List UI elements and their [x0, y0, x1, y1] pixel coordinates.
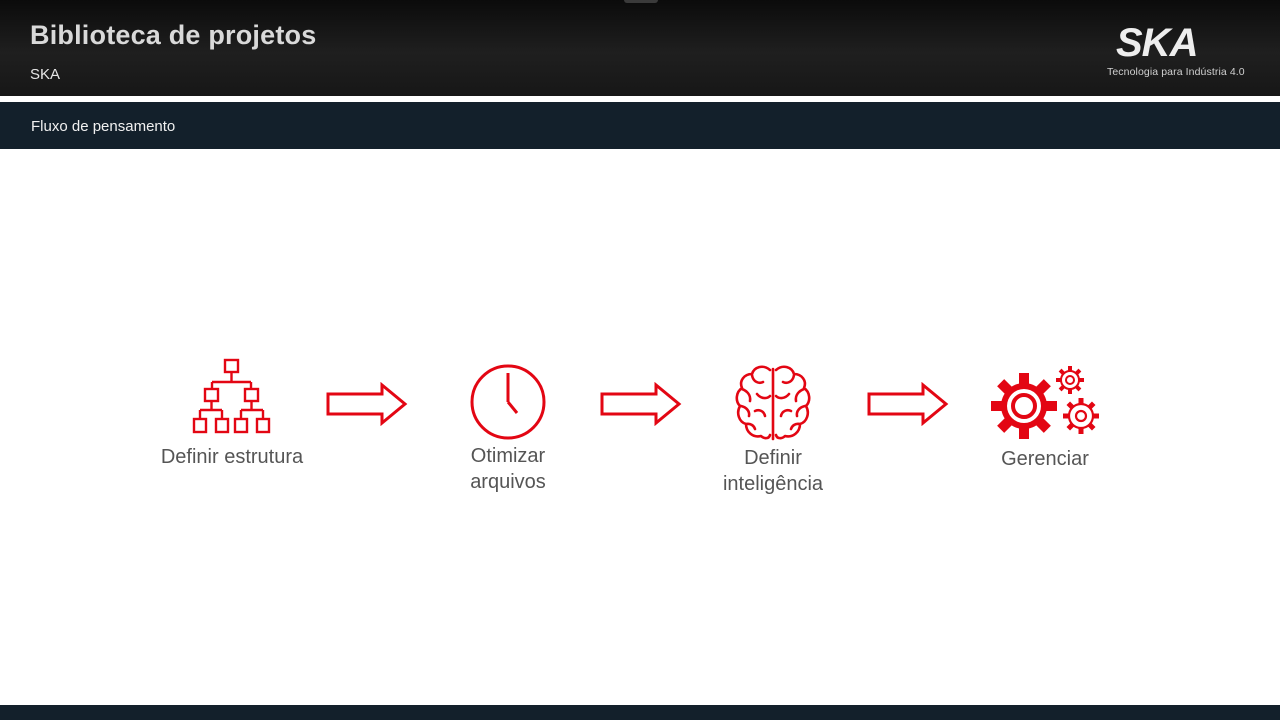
hierarchy-icon — [192, 358, 271, 434]
step-label: Gerenciar — [1001, 448, 1089, 470]
step-optimize-files: Otimizar arquivos — [428, 363, 588, 495]
clock-icon — [470, 364, 546, 440]
window-notch — [624, 0, 658, 3]
arrow-right-icon — [326, 382, 408, 426]
section-bar: Fluxo de pensamento — [0, 102, 1280, 149]
header-bar: Biblioteca de projetos SKA SKA Tecnologi… — [0, 0, 1280, 96]
ska-logo-tagline: Tecnologia para Indústria 4.0 — [1107, 66, 1245, 78]
page-title: Biblioteca de projetos — [30, 20, 317, 50]
arrow-right-icon — [867, 382, 949, 426]
page-subtitle: SKA — [30, 66, 61, 83]
header-gap — [0, 96, 1280, 102]
step-label: Definir estrutura — [160, 446, 304, 468]
arrow-right-icon — [600, 382, 682, 426]
brain-icon — [735, 365, 811, 441]
svg-text:SKA: SKA — [1116, 22, 1197, 62]
ska-logo: SKA Tecnologia para Indústria 4.0 — [1104, 22, 1252, 82]
footer-bar — [0, 705, 1280, 720]
ska-logo-wordmark: SKA — [1116, 22, 1198, 62]
step-define-intelligence: Definir inteligência — [693, 363, 853, 497]
step-label: inteligência — [722, 473, 824, 495]
gears-icon — [991, 366, 1099, 439]
section-label: Fluxo de pensamento — [31, 118, 176, 135]
step-label: Definir — [744, 447, 802, 469]
step-label: Otimizar — [470, 445, 546, 467]
step-manage: Gerenciar — [975, 364, 1115, 472]
step-define-structure: Definir estrutura — [142, 358, 322, 470]
step-label: arquivos — [470, 471, 546, 493]
